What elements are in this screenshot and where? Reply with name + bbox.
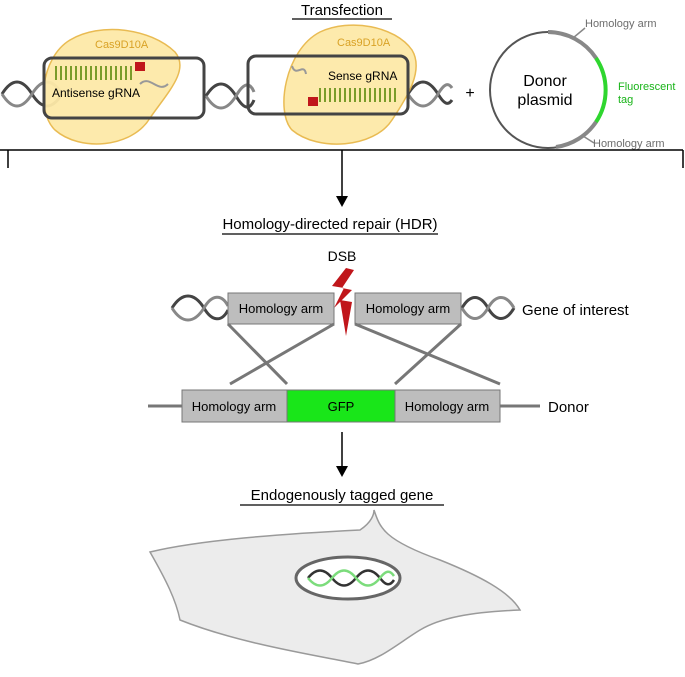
plasmid-arm-bottom-label: Homology arm [593, 138, 665, 150]
transfection-bracket [0, 149, 684, 168]
dna-helix-right [406, 80, 454, 108]
gene-homology-arm-right-label: Homology arm [366, 301, 451, 316]
grna-label-left: Antisense gRNA [52, 86, 140, 100]
grna-bases-right [319, 88, 396, 102]
gene-helix-right [460, 296, 516, 320]
donor-homology-arm-left-label: Homology arm [192, 399, 277, 414]
donor-label: Donor [548, 399, 589, 416]
plasmid-tag-label-line2: tag [618, 94, 633, 106]
donor-homology-arm-right-box [394, 389, 501, 423]
plasmid-arm-bottom-leader [582, 135, 595, 144]
plasmid-label-line2: plasmid [517, 92, 572, 109]
cell-nucleus [294, 555, 402, 601]
grna-label-right: Sense gRNA [328, 69, 397, 83]
plasmid-arm-top-leader [572, 27, 586, 39]
gene-homology-arm-left-box [227, 292, 335, 325]
gene-homology-arm-left-label: Homology arm [239, 301, 324, 316]
dna-helix-middle [204, 82, 256, 110]
dna-strand-box-left [42, 56, 206, 120]
enzyme-label-right: Cas9D10A [337, 37, 391, 49]
gene-helix-left [170, 294, 230, 322]
donor-gfp-box [286, 389, 396, 423]
pam-site-left [135, 62, 145, 71]
plasmid-homology-arm-top [547, 30, 598, 60]
transfection-title: Transfection [301, 2, 383, 19]
donor-homology-arm-right-label: Homology arm [405, 399, 490, 414]
plasmid-arm-top-label: Homology arm [585, 18, 657, 30]
grna-bases-left [55, 66, 132, 80]
plasmid-fluorescent-tag [594, 56, 608, 124]
grna-loop-left [139, 80, 169, 88]
plasmid-label-line1: Donor [523, 73, 567, 90]
hdr-title: Homology-directed repair (HDR) [222, 216, 437, 233]
grna-loop-right [291, 65, 307, 75]
plus-sign: + [465, 85, 474, 102]
donor-gfp-label: GFP [328, 399, 355, 414]
enzyme-label-left: Cas9D10A [95, 39, 149, 51]
crossover-lines [226, 322, 501, 386]
gene-homology-arm-right-box [354, 292, 462, 325]
pam-site-right [308, 97, 318, 106]
dsb-label: DSB [328, 248, 357, 264]
arrow-to-result-head [336, 466, 348, 477]
dsb-lightning-icon [332, 268, 354, 336]
plasmid-tag-label-line1: Fluorescent [618, 81, 675, 93]
dna-strand-box-right [246, 54, 410, 116]
result-title: Endogenously tagged gene [251, 487, 434, 504]
plasmid-homology-arm-bottom [555, 120, 598, 149]
donor-homology-arm-left-box [181, 389, 288, 423]
tagged-dna-in-nucleus [307, 569, 396, 587]
gene-of-interest-label: Gene of interest [522, 302, 630, 319]
arrow-to-hdr-head [336, 196, 348, 207]
